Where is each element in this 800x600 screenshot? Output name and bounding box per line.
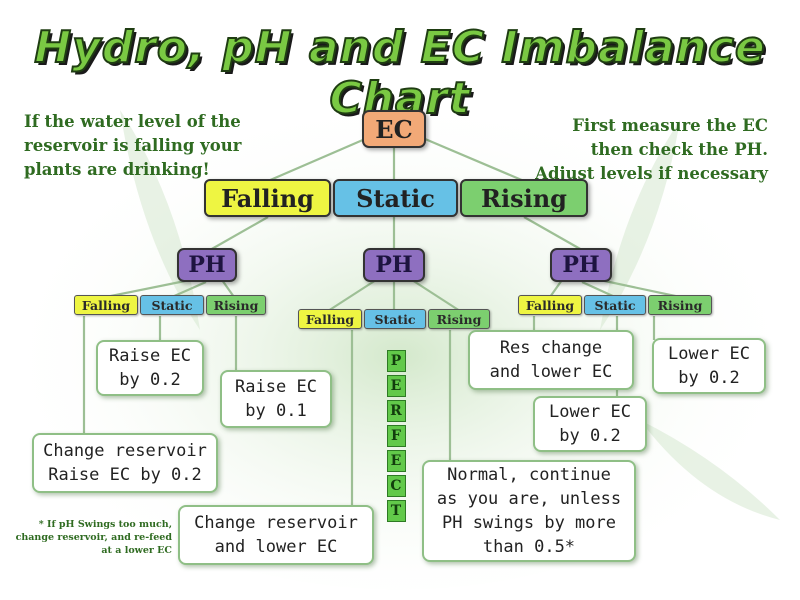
ph-rising-label: Rising [428, 309, 490, 329]
ec-node: EC [362, 110, 426, 148]
perfect-letter: E [386, 450, 406, 472]
perfect-letter: E [386, 375, 406, 397]
perfect-letter: C [386, 475, 406, 497]
outcome-change-reservoir-raise-ec: Change reservoir Raise EC by 0.2 [32, 433, 218, 493]
outcome-lower-ec-rising: Lower EC by 0.2 [652, 338, 766, 394]
footnote: * If pH Swings too much, change reservoi… [15, 519, 172, 556]
page-title: Hydro, pH and EC Imbalance Chart [33, 21, 766, 125]
outcome-change-reservoir-lower-ec: Change reservoir and lower EC [178, 505, 374, 565]
outcome-normal-continue: Normal, continue as you are, unless PH s… [422, 460, 636, 562]
ph-node-rising-branch: PH [550, 248, 612, 282]
ph-falling-label: Falling [298, 309, 362, 329]
ph-static-label: Static [364, 309, 426, 329]
instructions-note: First measure the EC then check the PH. … [535, 116, 768, 183]
ph-static-label: Static [584, 295, 646, 315]
ph-falling-label: Falling [74, 295, 138, 315]
perfect-letter: R [386, 400, 406, 422]
perfect-letter: P [386, 350, 406, 372]
ph-static-label: Static [140, 295, 204, 315]
ec-falling-node: Falling [204, 179, 331, 217]
outcome-raise-ec-0-1: Raise EC by 0.1 [220, 370, 332, 428]
outcome-raise-ec-0-2: Raise EC by 0.2 [96, 340, 204, 396]
perfect-letter: T [386, 500, 406, 522]
ph-rising-label: Rising [206, 295, 266, 315]
outcome-lower-ec-static: Lower EC by 0.2 [533, 396, 647, 452]
ec-static-node: Static [333, 179, 458, 217]
ph-node-falling-branch: PH [177, 248, 237, 282]
outcome-res-change-lower-ec: Res change and lower EC [468, 330, 634, 390]
water-level-note: If the water level of the reservoir is f… [24, 112, 242, 179]
ec-rising-node: Rising [460, 179, 588, 217]
ph-node-static-branch: PH [363, 248, 425, 282]
perfect-letter: F [386, 425, 406, 447]
ph-falling-label: Falling [518, 295, 582, 315]
ph-rising-label: Rising [648, 295, 712, 315]
